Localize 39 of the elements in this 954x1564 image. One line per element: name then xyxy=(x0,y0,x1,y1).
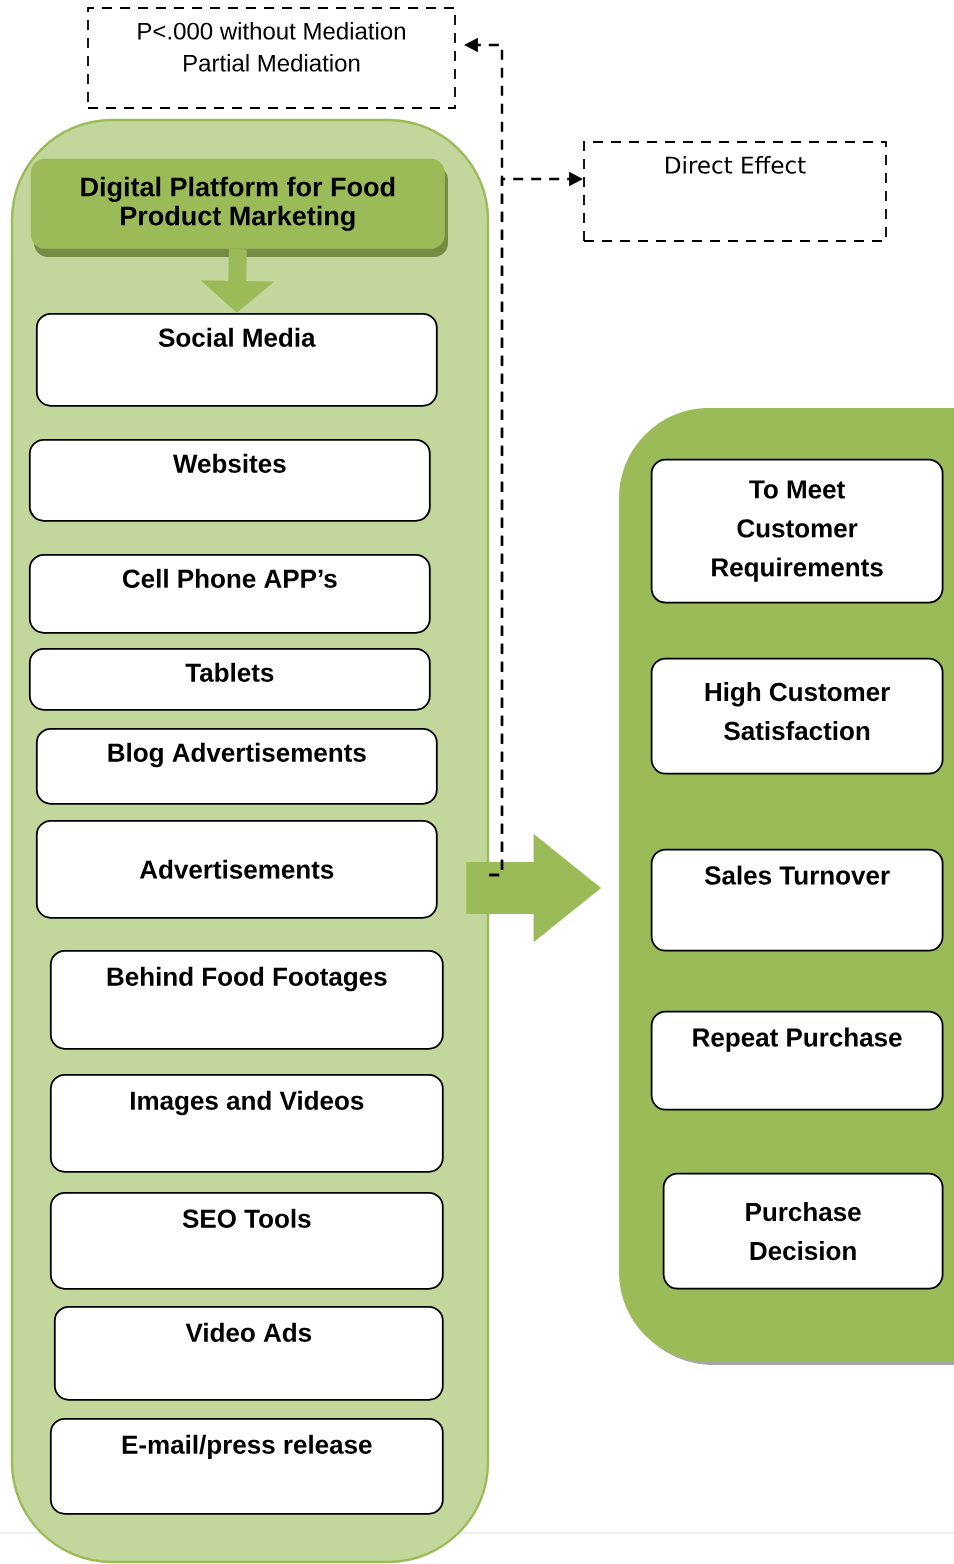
node-text: Advertisements xyxy=(139,859,334,879)
item-box xyxy=(650,848,944,952)
node-text: Video Ads xyxy=(185,1322,312,1342)
node-text: Direct Effect xyxy=(666,156,806,174)
item-box xyxy=(650,657,944,775)
node-text: Tablets xyxy=(185,662,274,682)
node-text: Repeat Purchase xyxy=(693,1027,902,1052)
header-box xyxy=(30,158,448,257)
item-box xyxy=(49,1417,444,1515)
node-text: Purchase Decision xyxy=(746,1202,861,1261)
item-box xyxy=(49,1191,444,1290)
item-box xyxy=(35,819,438,919)
node-text: Social Media xyxy=(158,327,316,347)
item-box xyxy=(28,647,431,711)
node-text: SEO Tools xyxy=(182,1208,311,1228)
item-box xyxy=(35,312,438,407)
node-text: To Meet Customer Requirements xyxy=(712,480,883,582)
item-box xyxy=(650,1010,944,1111)
item-box xyxy=(49,949,444,1050)
node-text: Websites xyxy=(173,453,286,473)
item-box xyxy=(28,438,431,522)
note-box xyxy=(87,7,456,109)
item-box xyxy=(49,1073,444,1173)
node-text: Behind Food Footages xyxy=(107,966,387,992)
node-text: P<.000 without Mediation xyxy=(138,22,405,40)
item-box xyxy=(53,1305,444,1401)
node-text: High Customer Satisfaction xyxy=(705,682,890,741)
note-box xyxy=(583,141,887,242)
node-text: Sales Turnover xyxy=(704,865,890,885)
node-text: Digital Platform for Food Product Marketing xyxy=(81,176,395,231)
node-text: Blog Advertisements xyxy=(108,742,366,768)
item-box xyxy=(662,1172,944,1290)
item-box xyxy=(650,458,944,604)
item-box xyxy=(35,727,438,805)
node-text: Images and Videos xyxy=(131,1090,364,1116)
node-text: E-mail/press release xyxy=(122,1434,372,1460)
item-box xyxy=(28,553,431,634)
node-text: Cell Phone APP’s xyxy=(123,568,337,588)
node-text: Partial Mediation xyxy=(184,54,360,72)
